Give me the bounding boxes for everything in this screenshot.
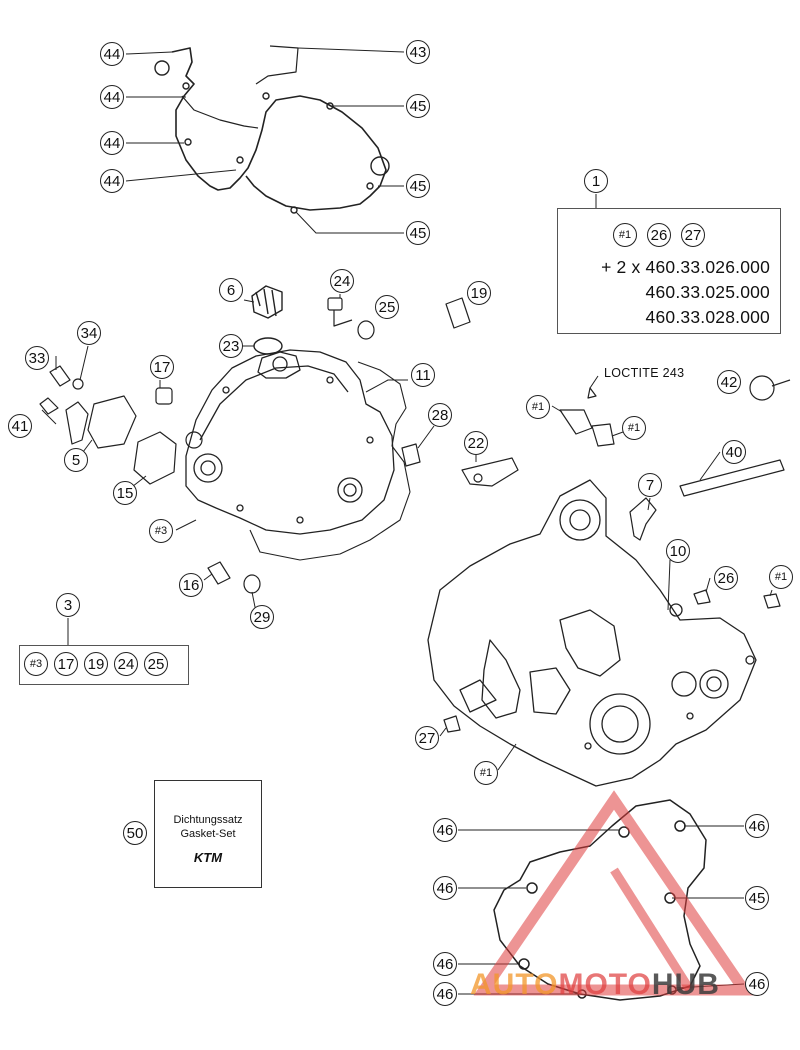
kit-3-contents-box: #3 17 19 24 25 xyxy=(19,645,189,685)
callout-kit-3: 3 xyxy=(56,593,80,617)
kit-3-item: 19 xyxy=(84,652,108,676)
callout-45: 45 xyxy=(406,221,430,245)
callout-hash-3: #3 xyxy=(149,519,173,543)
callout-46: 46 xyxy=(433,818,457,842)
watermark-text: AUTOMOTOHUB xyxy=(470,968,720,1002)
gasket-set-package: Dichtungssatz Gasket-Set KTM xyxy=(154,780,262,888)
callout-33: 33 xyxy=(25,346,49,370)
callout-43: 43 xyxy=(406,40,430,64)
kit-3-item: #3 xyxy=(24,652,48,676)
callout-7: 7 xyxy=(638,473,662,497)
gasket-set-title-de: Dichtungssatz xyxy=(173,814,243,826)
callout-45: 45 xyxy=(745,886,769,910)
callout-hash-1: #1 xyxy=(526,395,550,419)
callout-10: 10 xyxy=(666,539,690,563)
callout-46: 46 xyxy=(745,814,769,838)
callout-22: 22 xyxy=(464,431,488,455)
callout-15: 15 xyxy=(113,481,137,505)
callout-17: 17 xyxy=(150,355,174,379)
gasket-set-title-en: Gasket-Set xyxy=(180,828,236,840)
callout-44: 44 xyxy=(100,85,124,109)
watermark-part-b: MOTO xyxy=(558,968,652,1001)
callout-gasket-set: 50 xyxy=(123,821,147,845)
callout-46: 46 xyxy=(433,876,457,900)
watermark-part-a: AUTO xyxy=(470,968,559,1001)
loctite-note: LOCTITE 243 xyxy=(604,366,685,380)
kit-3-item: 25 xyxy=(144,652,168,676)
callout-26: 26 xyxy=(714,566,738,590)
kit-1-part-number: 460.33.025.000 xyxy=(645,282,770,302)
callout-46: 46 xyxy=(745,972,769,996)
callout-29: 29 xyxy=(250,605,274,629)
ignition-cover-gasket xyxy=(154,45,390,214)
callout-hash-1: #1 xyxy=(622,416,646,440)
callout-6: 6 xyxy=(219,278,243,302)
callout-44: 44 xyxy=(100,42,124,66)
callout-5: 5 xyxy=(64,448,88,472)
kit-1-part-number: + 2 x 460.33.026.000 xyxy=(601,257,770,277)
oil-filler-plug xyxy=(251,285,283,355)
callout-44: 44 xyxy=(100,131,124,155)
callout-45: 45 xyxy=(406,94,430,118)
callout-46: 46 xyxy=(433,982,457,1006)
kit-1-item: #1 xyxy=(613,223,637,247)
callout-28: 28 xyxy=(428,403,452,427)
clutch-cover xyxy=(185,349,411,561)
kit-1-item: 27 xyxy=(681,223,705,247)
kit-1-item: 26 xyxy=(647,223,671,247)
callout-46: 46 xyxy=(433,952,457,976)
callout-16: 16 xyxy=(179,573,203,597)
callout-24: 24 xyxy=(330,269,354,293)
callout-hash-1: #1 xyxy=(769,565,793,589)
crankcase xyxy=(427,479,757,787)
callout-40: 40 xyxy=(722,440,746,464)
kit-3-item: 24 xyxy=(114,652,138,676)
callout-23: 23 xyxy=(219,334,243,358)
callout-27: 27 xyxy=(415,726,439,750)
callout-25: 25 xyxy=(375,295,399,319)
callout-34: 34 xyxy=(77,321,101,345)
watermark-part-c: HUB xyxy=(651,968,720,1001)
callout-45: 45 xyxy=(406,174,430,198)
kit-3-item: 17 xyxy=(54,652,78,676)
callout-44: 44 xyxy=(100,169,124,193)
callout-11: 11 xyxy=(411,363,435,387)
callout-41: 41 xyxy=(8,414,32,438)
callout-19: 19 xyxy=(467,281,491,305)
watermark-logo xyxy=(473,790,755,996)
small-hardware xyxy=(39,297,791,733)
ktm-logo: KTM xyxy=(193,850,223,865)
callout-42: 42 xyxy=(717,370,741,394)
kit-1-contents-box: #1 26 27 + 2 x 460.33.026.000 460.33.025… xyxy=(557,208,781,334)
kit-1-part-number: 460.33.028.000 xyxy=(645,307,770,327)
callout-kit-1: 1 xyxy=(584,169,608,193)
callout-hash-1: #1 xyxy=(474,761,498,785)
